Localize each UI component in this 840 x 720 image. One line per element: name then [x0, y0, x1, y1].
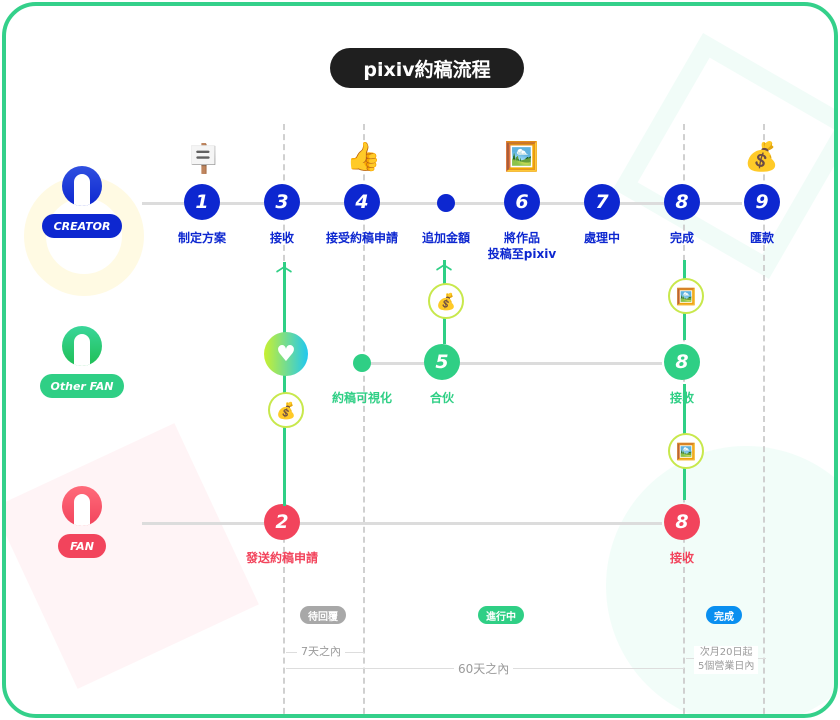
- duration-payout: 次月20日起 5個營業日內: [694, 646, 759, 674]
- step-5-node: 5: [424, 344, 460, 380]
- visualize-dot: [353, 354, 371, 372]
- money-bag-icon: 💰: [268, 392, 304, 428]
- heart-bubble-icon: ♥: [264, 332, 308, 376]
- money-bag-icon: 💰: [428, 283, 464, 319]
- step-6-label-line2: 投稿至pixiv: [487, 247, 557, 261]
- step-8-fan-label: 接收: [669, 551, 694, 565]
- money-bag-icon: 💰: [744, 140, 779, 173]
- step-8-other-fan-node: 8: [664, 344, 700, 380]
- add-amount-dot: [437, 194, 455, 212]
- thumbs-up-icon: 👍: [346, 140, 381, 173]
- other-fan-lane-line: [362, 362, 662, 365]
- payout-line1: 次月20日起: [699, 647, 753, 658]
- step-1-node: 1: [184, 184, 220, 220]
- artwork-gift-icon: 🖼️: [668, 278, 704, 314]
- other-fan-role-pill: Other FAN: [40, 374, 124, 398]
- image-icon: 🖼️: [504, 140, 539, 173]
- payout-line2: 5個營業日內: [698, 661, 755, 672]
- step-9-label: 匯款: [749, 231, 774, 245]
- deco-stripe: [6, 423, 259, 689]
- fan-lane-line: [142, 522, 662, 525]
- step-6-label-line1: 將作品: [503, 231, 540, 245]
- step-7-label: 處理中: [583, 231, 620, 245]
- status-badge-waiting: 待回覆: [300, 606, 346, 624]
- add-amount-label: 追加金額: [421, 231, 470, 245]
- creator-avatar: [62, 166, 102, 206]
- status-badge-done: 完成: [706, 606, 742, 624]
- duration-60-days: 60天之內: [454, 662, 514, 676]
- divider-line: [363, 124, 365, 714]
- step-3-node: 3: [264, 184, 300, 220]
- step-1-label: 制定方案: [177, 231, 226, 245]
- arrow-up-icon: ︿: [436, 254, 453, 273]
- artwork-gift-icon: 🖼️: [668, 433, 704, 469]
- status-badge-in-progress: 進行中: [478, 606, 524, 624]
- step-2-node: 2: [264, 504, 300, 540]
- fan-avatar: [62, 486, 102, 526]
- step-3-label: 接收: [269, 231, 294, 245]
- step-8-creator-label: 完成: [669, 231, 694, 245]
- duration-7-days: 7天之內: [297, 645, 345, 659]
- visualize-label: 約稿可視化: [331, 391, 392, 405]
- step-5-label: 合伙: [429, 391, 454, 405]
- step-8-creator-node: 8: [664, 184, 700, 220]
- step-4-label: 接受約稿申請: [325, 231, 398, 245]
- step-8-fan-node: 8: [664, 504, 700, 540]
- step-6-label: 將作品投稿至pixiv: [462, 230, 582, 262]
- signboard-icon: 🪧: [186, 142, 221, 175]
- arrow-up-icon: ︿: [276, 256, 293, 275]
- step-4-node: 4: [344, 184, 380, 220]
- page-title: pixiv約稿流程: [330, 48, 524, 88]
- fan-role-pill: FAN: [58, 534, 106, 558]
- step-9-node: 9: [744, 184, 780, 220]
- step-2-label: 發送約稿申請: [245, 551, 318, 565]
- divider-line: [763, 124, 765, 714]
- request-arrow: [283, 262, 286, 506]
- step-6-node: 6: [504, 184, 540, 220]
- other-fan-avatar: [62, 326, 102, 366]
- creator-role-pill: CREATOR: [42, 214, 122, 238]
- step-7-node: 7: [584, 184, 620, 220]
- step-8-other-fan-label: 接收: [669, 391, 694, 405]
- deco-circle: [606, 446, 834, 714]
